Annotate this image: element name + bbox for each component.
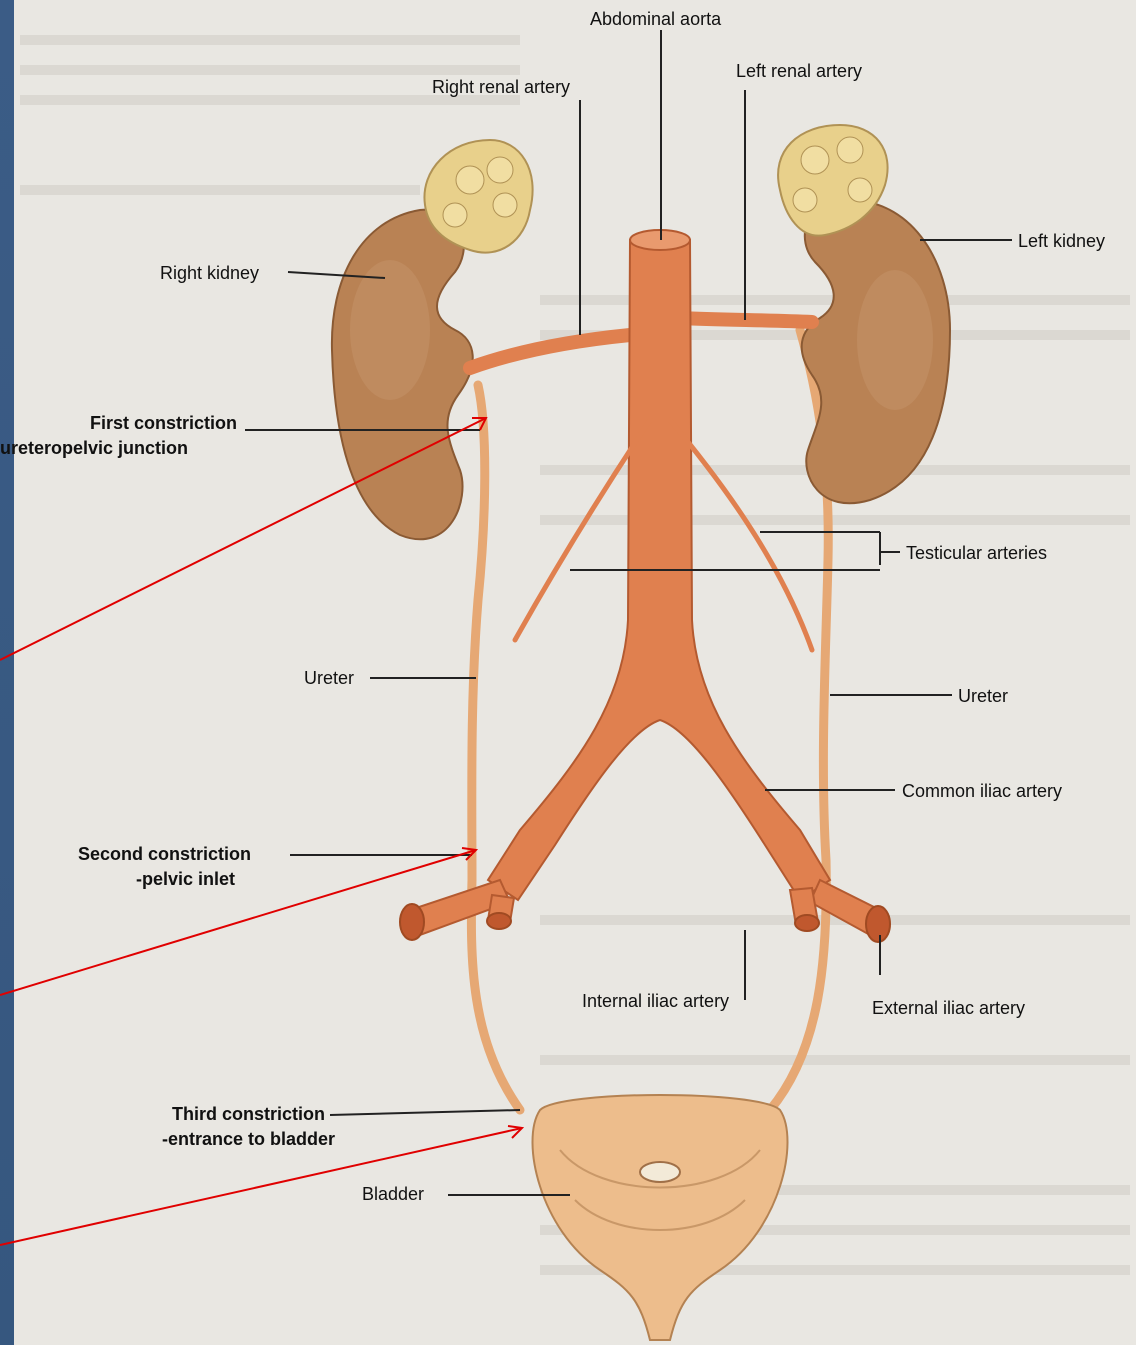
label-external-iliac-artery: External iliac artery: [872, 997, 1025, 1019]
left-kidney: [802, 200, 950, 504]
label-abdominal-aorta: Abdominal aorta: [590, 8, 721, 30]
right-ureter: [471, 385, 520, 1110]
label-right-renal-artery: Right renal artery: [432, 76, 570, 98]
label-ureteropelvic-junction: ureteropelvic junction: [0, 437, 188, 459]
label-right-kidney: Right kidney: [160, 262, 259, 284]
label-pelvic-inlet: -pelvic inlet: [136, 868, 235, 890]
label-internal-iliac-artery: Internal iliac artery: [582, 990, 729, 1012]
label-ureter-left: Ureter: [958, 685, 1008, 707]
label-left-renal-artery: Left renal artery: [736, 60, 862, 82]
bladder: [533, 1095, 788, 1340]
label-left-kidney: Left kidney: [1018, 230, 1105, 252]
right-adrenal-gland: [424, 140, 532, 253]
label-common-iliac-artery: Common iliac artery: [902, 780, 1062, 802]
label-first-constriction: First constriction: [90, 412, 237, 434]
label-testicular-arteries: Testicular arteries: [906, 542, 1047, 564]
label-second-constriction: Second constriction: [78, 843, 251, 865]
label-ureter-right: Ureter: [304, 667, 354, 689]
label-bladder: Bladder: [362, 1183, 424, 1205]
right-renal-artery: [470, 335, 630, 368]
label-entrance-to-bladder: -entrance to bladder: [162, 1128, 335, 1150]
right-kidney: [332, 210, 473, 540]
background-page-texture: [20, 40, 1130, 1270]
label-third-constriction: Third constriction: [172, 1103, 325, 1125]
